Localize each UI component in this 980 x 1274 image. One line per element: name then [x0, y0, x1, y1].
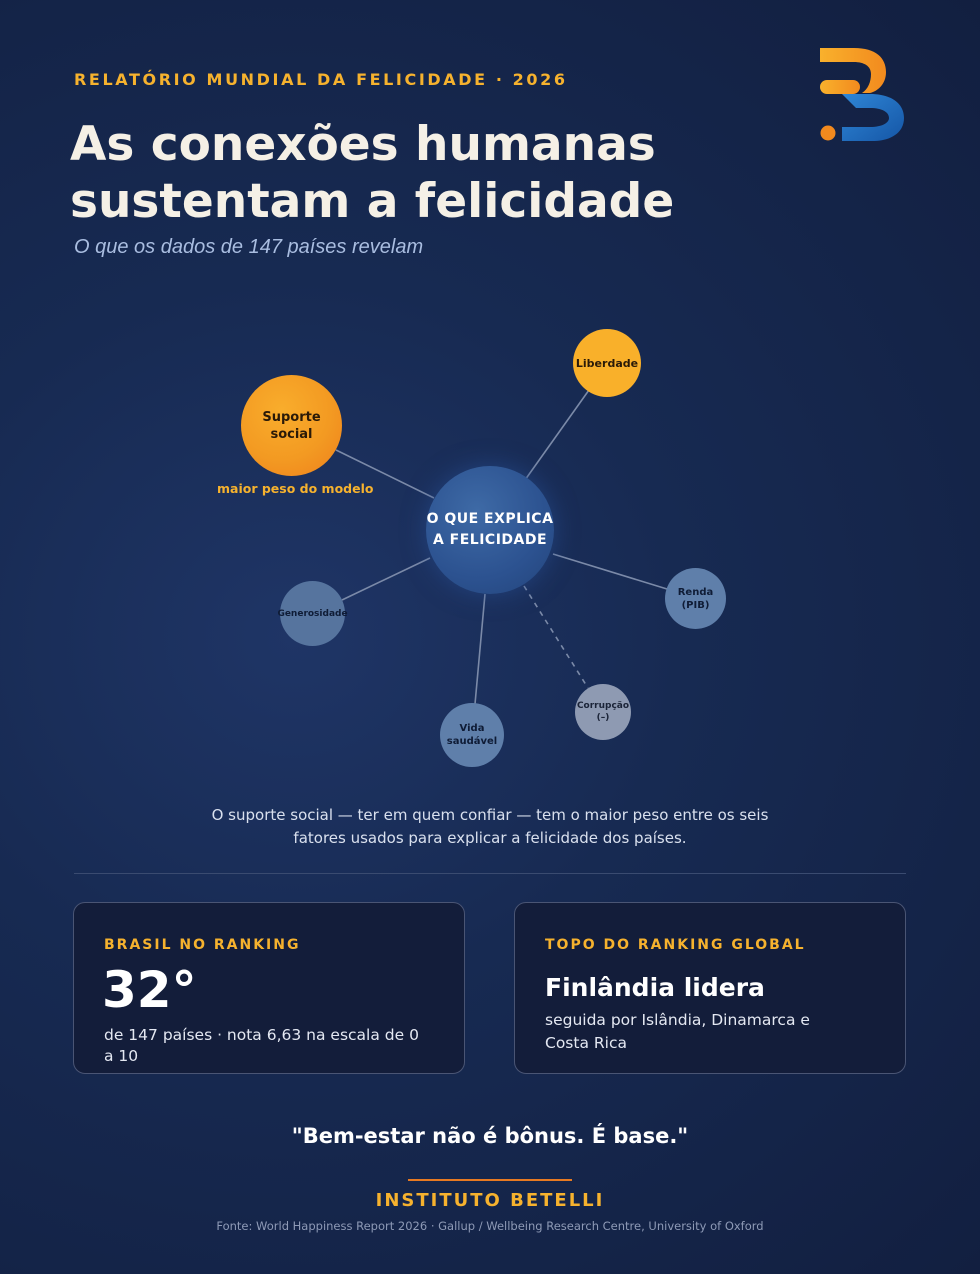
global-top-description: seguida por Islândia, Dinamarca e Costa …: [545, 1011, 810, 1052]
center-node: O QUE EXPLICA A FELICIDADE: [426, 466, 554, 594]
factor-node-corruption: Corrupção (–): [575, 684, 631, 740]
organization-name: INSTITUTO BETELLI: [375, 1190, 605, 1211]
connector-vida: [474, 593, 486, 705]
source-note: Fonte: World Happiness Report 2026 · Gal…: [216, 1219, 764, 1233]
connector-corrupcao: [523, 585, 589, 689]
happiness-factors-diagram: O QUE EXPLICA A FELICIDADE Suporte socia…: [0, 300, 980, 780]
factor-node-social-support: Suporte social: [241, 375, 342, 476]
global-top-headline: Finlândia lidera: [545, 973, 765, 1002]
connector-generosidade: [341, 557, 431, 601]
factor-node-generosity: Generosidade: [277, 581, 348, 646]
social-support-note: maior peso do modelo: [217, 481, 374, 496]
factor-node-gdp: Renda (PIB): [665, 568, 726, 629]
betelli-logo-icon: [816, 44, 908, 144]
report-kicker: RELATÓRIO MUNDIAL DA FELICIDADE · 2026: [74, 70, 568, 89]
factor-node-freedom: Liberdade: [573, 329, 641, 397]
brasil-rank-value: 32°: [102, 961, 197, 1019]
card-label: BRASIL NO RANKING: [104, 937, 301, 953]
brasil-ranking-card: BRASIL NO RANKING 32° de 147 países · no…: [73, 902, 465, 1074]
section-divider: [74, 873, 906, 874]
diagram-caption: O suporte social — ter em quem confiar —…: [211, 806, 769, 847]
connector-social: [335, 449, 435, 499]
global-top-card: TOPO DO RANKING GLOBAL Finlândia lidera …: [514, 902, 906, 1074]
page-subtitle: O que os dados de 147 países revelam: [74, 236, 424, 258]
page-title: As conexões humanas sustentam a felicida…: [70, 117, 675, 229]
connector-renda: [552, 553, 668, 590]
factor-node-healthy-life: Vida saudável: [440, 703, 504, 767]
brasil-rank-description: de 147 países · nota 6,63 na escala de 0…: [104, 1026, 419, 1065]
card-label: TOPO DO RANKING GLOBAL: [545, 937, 806, 953]
accent-rule: [408, 1179, 572, 1181]
connector-liberdade: [524, 389, 590, 481]
closing-quote: "Bem-estar não é bônus. É base.": [291, 1124, 689, 1148]
